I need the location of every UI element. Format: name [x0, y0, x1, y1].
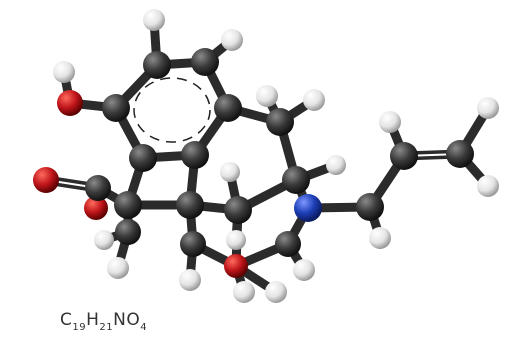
- hydrogen-atom: [265, 281, 287, 303]
- hydrogen-atom: [326, 155, 346, 175]
- formula-element: H: [86, 310, 100, 330]
- hydrogen-atom: [94, 230, 114, 250]
- formula-subscript: 19: [72, 322, 87, 333]
- carbon-atom: [214, 94, 242, 122]
- hydrogen-atom: [179, 269, 201, 291]
- hydrogen-atom: [379, 111, 401, 133]
- aromatic-ring-dashes-outline: [133, 77, 211, 143]
- carbon-atom: [266, 108, 294, 136]
- formula-subscript: 4: [140, 322, 148, 333]
- formula-element: C: [60, 310, 73, 330]
- molecular-formula: C19H21NO4: [60, 310, 147, 333]
- carbon-atom: [85, 175, 111, 201]
- oxygen-atom: [57, 90, 83, 116]
- hydrogen-atom: [226, 230, 246, 250]
- nitrogen-atom: [294, 194, 322, 222]
- carbon-atom: [275, 231, 301, 257]
- formula-subscript: 21: [99, 322, 114, 333]
- carbon-atom: [224, 196, 252, 224]
- hydrogen-atom: [143, 9, 165, 31]
- carbon-atom: [282, 166, 310, 194]
- hydrogen-atom: [303, 89, 325, 111]
- hydrogen-atom: [107, 257, 129, 279]
- hydrogen-atom: [369, 227, 391, 249]
- formula-element: N: [113, 310, 127, 330]
- oxygen-atom: [84, 196, 108, 220]
- carbon-atom: [114, 191, 142, 219]
- atoms-layer: [33, 9, 499, 303]
- carbon-atom: [176, 191, 204, 219]
- formula-element: O: [126, 310, 141, 330]
- carbon-atom: [102, 94, 130, 122]
- oxygen-atom: [224, 254, 248, 278]
- carbon-atom: [181, 141, 209, 169]
- hydrogen-atom: [53, 61, 75, 83]
- hydrogen-atom: [293, 259, 315, 281]
- carbon-atom: [356, 193, 384, 221]
- carbon-atom: [129, 144, 157, 172]
- carbon-atom: [115, 219, 141, 245]
- hydrogen-atom: [477, 97, 499, 119]
- oxygen-atom: [33, 167, 59, 193]
- hydrogen-atom: [220, 162, 240, 182]
- carbon-atom: [390, 142, 418, 170]
- carbon-atom: [180, 231, 206, 257]
- hydrogen-atom: [233, 281, 255, 303]
- carbon-atom: [191, 48, 219, 76]
- hydrogen-atom: [477, 175, 499, 197]
- carbon-atom: [446, 140, 474, 168]
- hydrogen-atom: [256, 85, 278, 107]
- ball-and-stick-model: [33, 9, 499, 303]
- carbon-atom: [143, 51, 171, 79]
- hydrogen-atom: [221, 29, 243, 51]
